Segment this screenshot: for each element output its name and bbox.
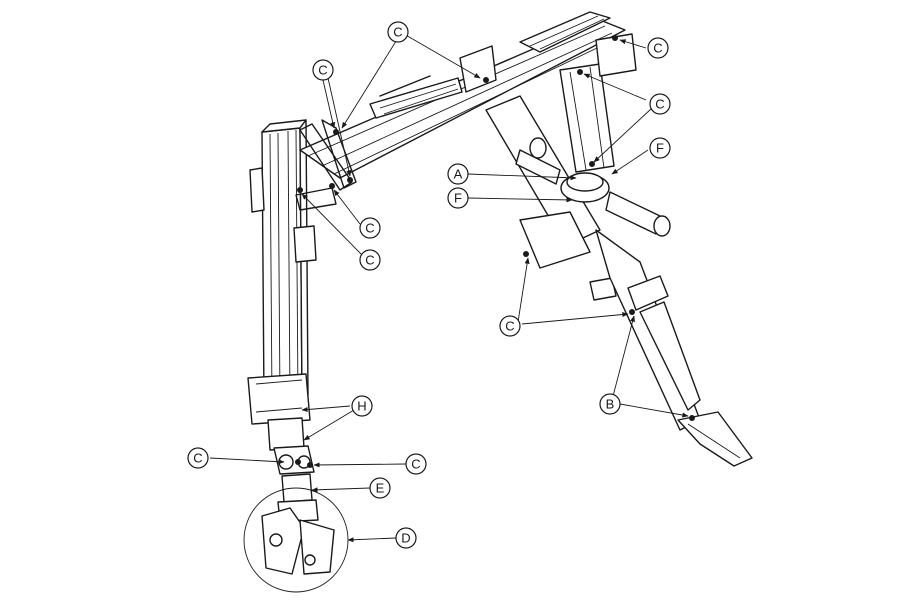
callout-c-base: C (499, 315, 521, 337)
callout-c-top-right: C (647, 37, 669, 59)
callout-label: C (365, 253, 374, 268)
callout-f-left: F (447, 187, 469, 209)
rotator-grapple (243, 445, 349, 593)
callout-label: C (393, 25, 402, 40)
callout-label: F (656, 141, 664, 156)
callout-c-linkage-1: C (359, 217, 381, 239)
support-leg (595, 229, 753, 467)
callout-label: E (376, 481, 385, 496)
callout-label: D (401, 531, 410, 546)
callout-c-top-left: C (312, 59, 334, 81)
callout-b: B (599, 393, 621, 415)
slewing-base (515, 137, 671, 301)
callout-c-rotator-right: C (405, 453, 427, 475)
vertical-column (247, 119, 317, 451)
callout-c-rotator-left: C (187, 447, 209, 469)
callout-label: C (411, 457, 420, 472)
callout-d: D (395, 527, 417, 549)
pivot-pins (295, 35, 695, 468)
callout-f-right: F (649, 137, 671, 159)
callout-label: B (606, 397, 615, 412)
callout-a: A (447, 163, 469, 185)
callout-label: C (193, 451, 202, 466)
callout-label: C (653, 41, 662, 56)
callout-label: C (318, 63, 327, 78)
main-boom (299, 11, 626, 179)
callouts: C C C C F A F C (187, 21, 671, 549)
callout-c-top-center: C (387, 21, 409, 43)
callout-h: H (351, 395, 373, 417)
callout-c-right-mid: C (649, 93, 671, 115)
leader-lines (209, 33, 689, 543)
callout-c-linkage-2: C (359, 249, 381, 271)
callout-label: C (365, 221, 374, 236)
callout-e: E (369, 477, 391, 499)
callout-label: A (454, 167, 463, 182)
callout-label: H (357, 399, 366, 414)
callout-label: C (505, 319, 514, 334)
callout-label: C (655, 97, 664, 112)
callout-label: F (454, 191, 462, 206)
crane-line-art (243, 11, 753, 593)
